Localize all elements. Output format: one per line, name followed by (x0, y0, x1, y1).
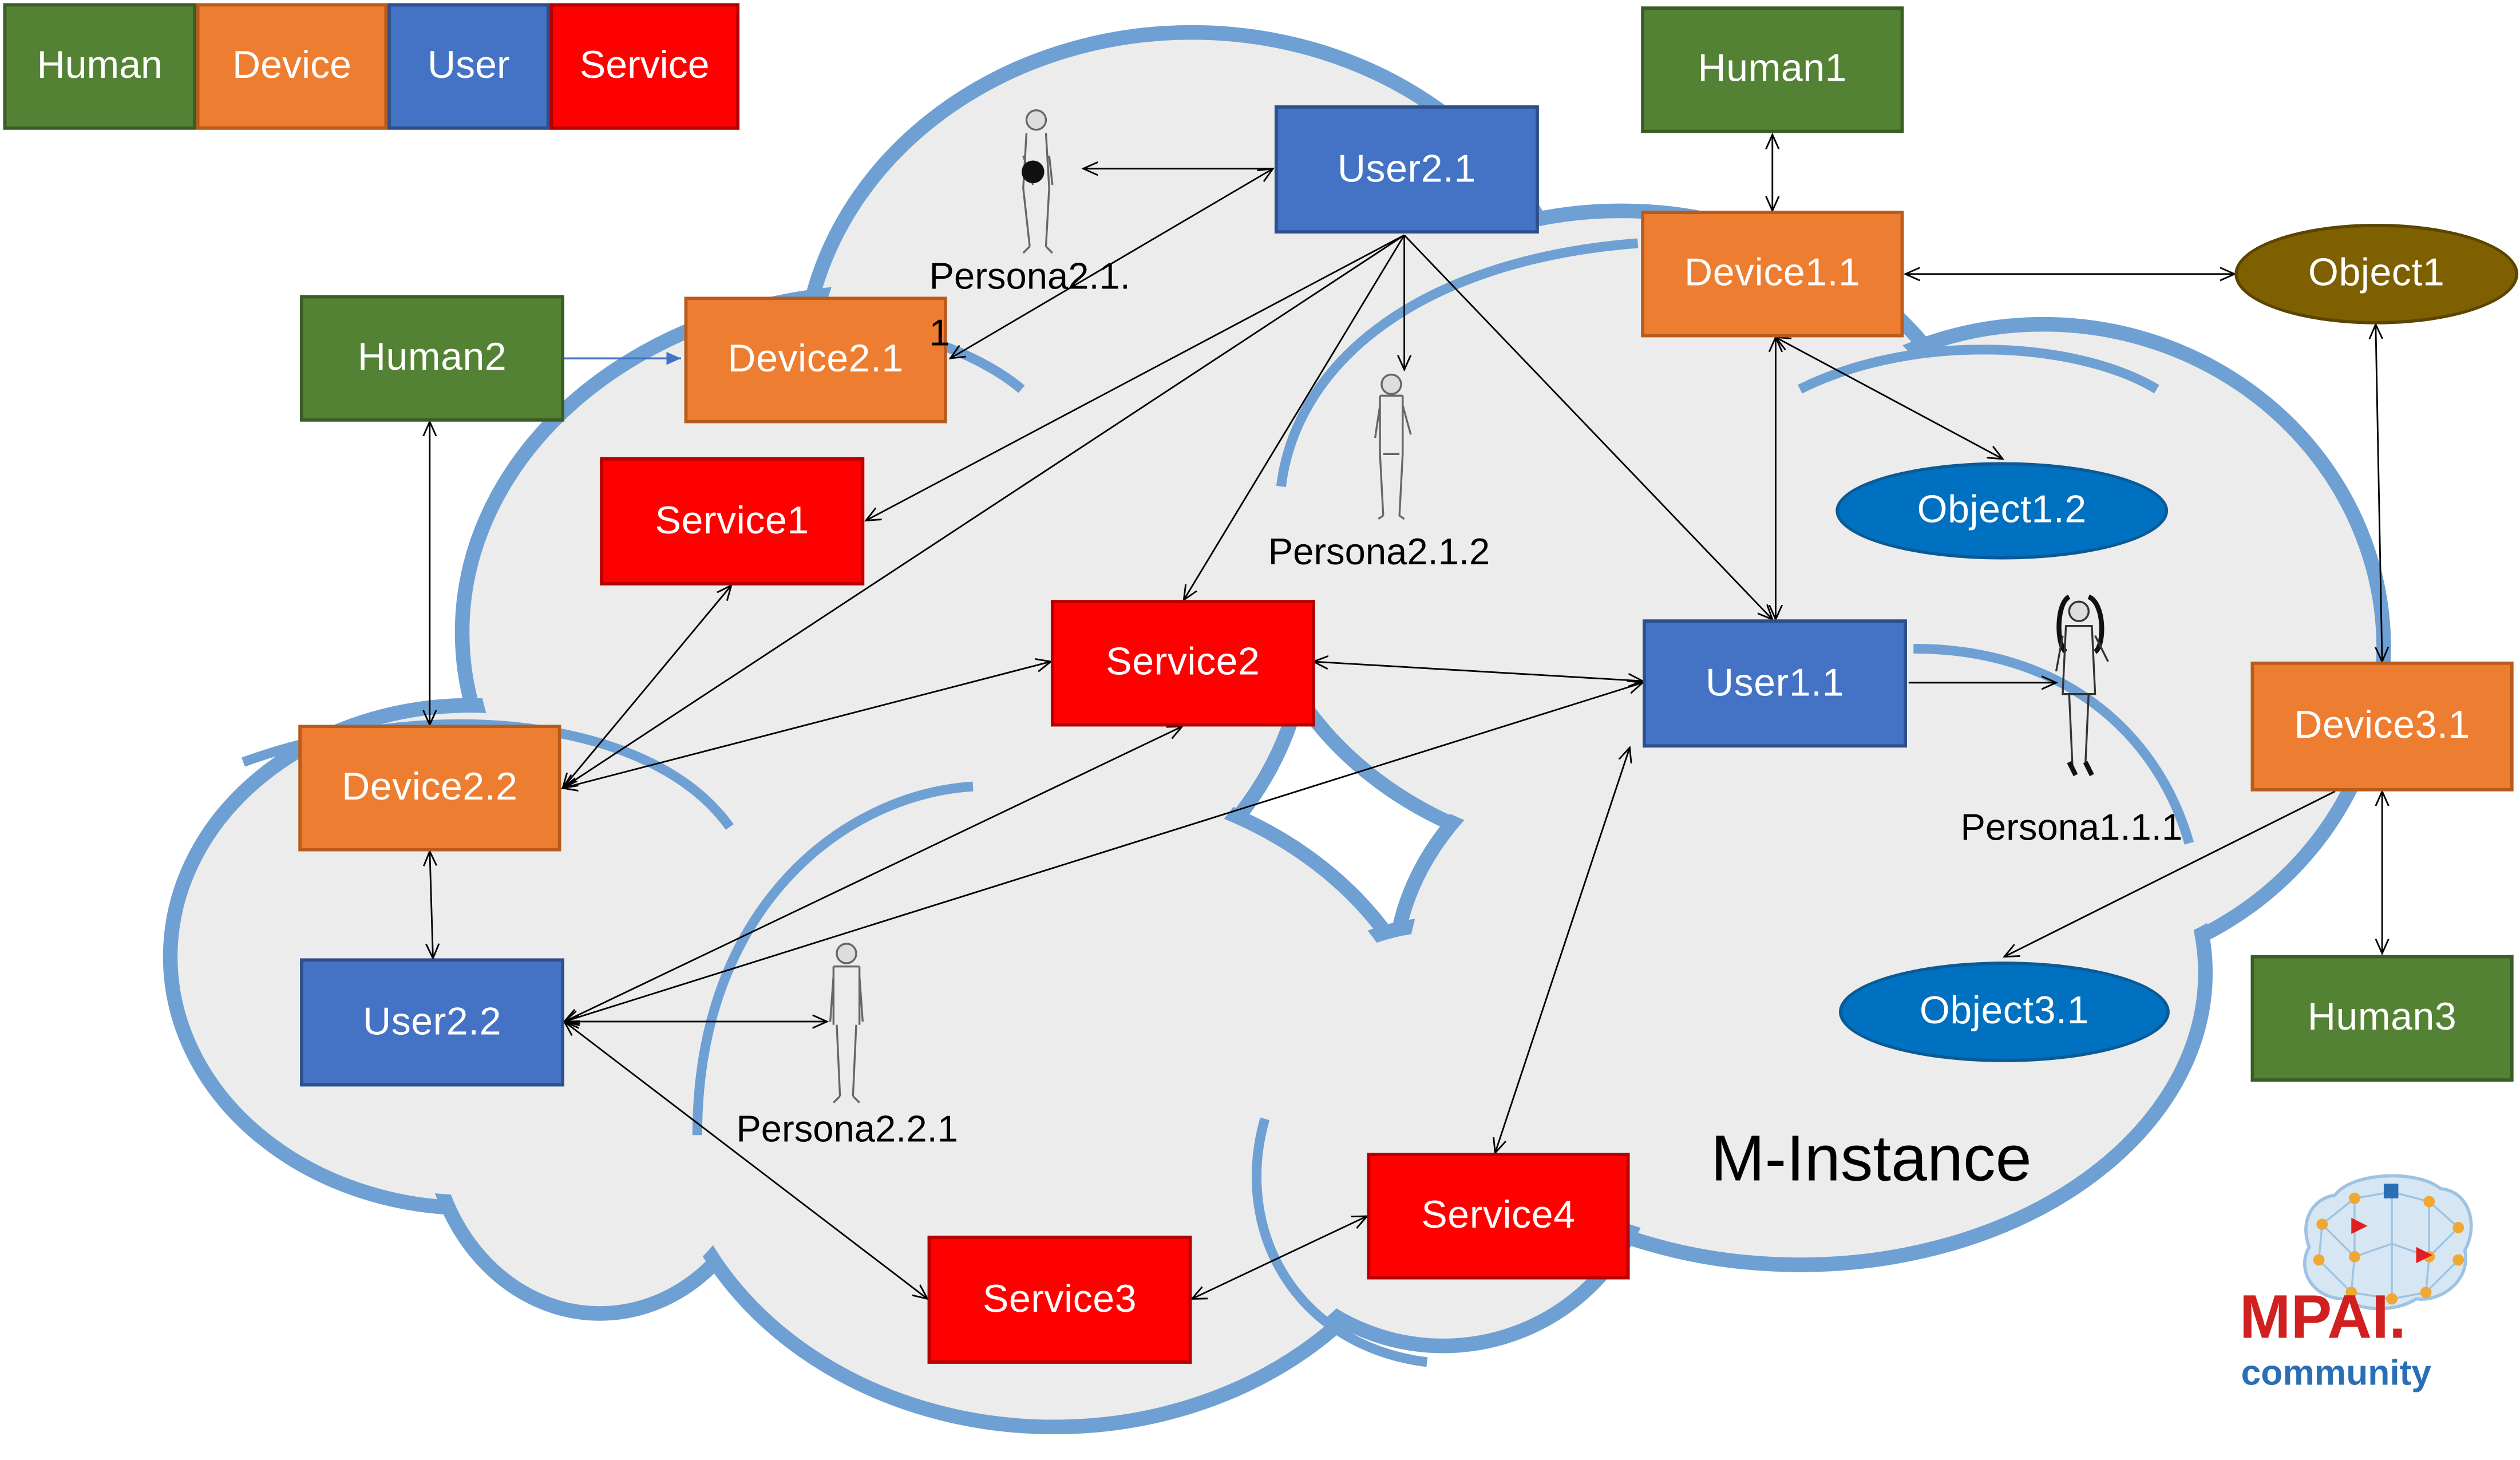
legend-user: User (387, 3, 550, 130)
person-figure-icon (1021, 109, 1054, 254)
legend-device: Device (196, 3, 388, 130)
mpai-brain-logo-icon (2303, 1174, 2473, 1311)
persona-1-1-1-label: Persona1.1.1 (1960, 806, 2183, 848)
human3-box: Human3 (2250, 955, 2514, 1082)
human2-box: Human2 (300, 295, 564, 422)
user2-1-box: User2.1 (1274, 105, 1539, 234)
user1-1-box: User1.1 (1643, 619, 1907, 748)
persona-2-1-1-label: Persona2.1. (929, 254, 1130, 297)
persona-2-2-1-label: Persona2.2.1 (736, 1107, 958, 1150)
persona-2-1-1-label-cont: 1 (929, 311, 950, 354)
m-instance-title: M-Instance (1711, 1123, 2032, 1196)
mpai-logo-text: MPAI. (2239, 1284, 2406, 1352)
legend-human: Human (3, 3, 196, 130)
connectors (430, 134, 2382, 1299)
object1-ellipse: Object1 (2234, 223, 2519, 325)
person-figure-icon (829, 943, 864, 1103)
legend-service: Service (549, 3, 739, 130)
object3-1-ellipse: Object3.1 (1838, 962, 2170, 1062)
service4-box: Service4 (1367, 1153, 1630, 1280)
service3-box: Service3 (927, 1235, 1192, 1364)
person-figure-icon (2055, 594, 2109, 777)
mpai-logo-subtext: community (2241, 1352, 2432, 1393)
human1-box: Human1 (1641, 6, 1904, 133)
device3-1-box: Device3.1 (2250, 661, 2514, 792)
user2-2-box: User2.2 (300, 958, 564, 1087)
object1-2-ellipse: Object1.2 (1835, 462, 2169, 560)
device2-1-box: Device2.1 (684, 296, 947, 424)
service1-box: Service1 (600, 457, 865, 585)
person-figure-icon (1374, 373, 1412, 520)
service2-box: Service2 (1050, 600, 1315, 727)
persona-2-1-2-label: Persona2.1.2 (1268, 530, 1490, 573)
device1-1-box: Device1.1 (1641, 211, 1904, 338)
device2-2-box: Device2.2 (298, 725, 561, 852)
